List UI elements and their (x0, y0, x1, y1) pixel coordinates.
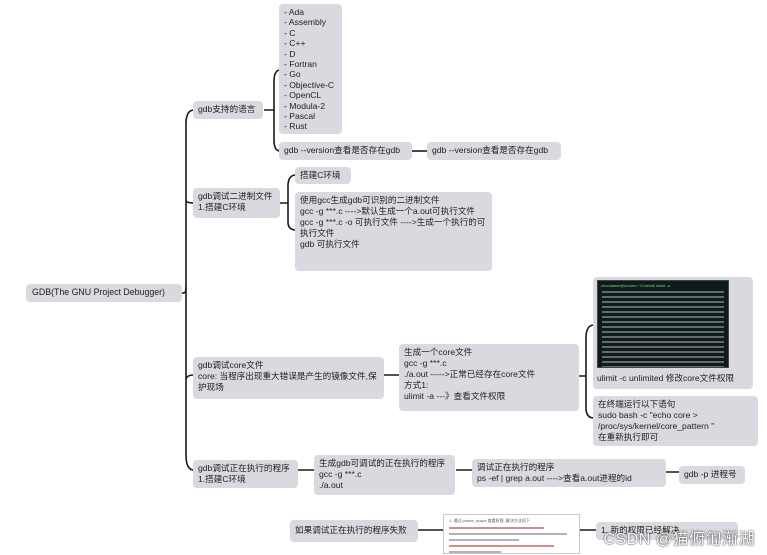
ulimit-label: ulimit -c unlimited 修改core文件权限 (597, 373, 735, 383)
terminal-screenshot-thumbnail: zhoudawei@ubuntu:~/Codes$ ulimit -a (597, 280, 729, 368)
languages-list-node: - Ada - Assembly - C - C++ - D - Fortran… (279, 4, 342, 134)
link-binary (280, 174, 297, 231)
gdb-p-node: gdb -p 进程号 (679, 466, 745, 484)
doc-heading: 1. 通过 ptrace_scope 查看权限, 解决方法如下 (449, 518, 530, 523)
failure-fix-node: 1. 新的权限已经解决 (596, 522, 738, 540)
binary-node: gdb调试二进制文件 1.搭建C环境 (193, 188, 280, 218)
link-root-branches (181, 109, 195, 471)
version-check-node-2: gdb --version查看是否存在gdb (427, 142, 561, 160)
core-generate-node: 生成一个core文件 gcc -g ***.c ./a.out ----->正常… (399, 344, 579, 411)
failure-node: 如果调试正在执行的程序失败 (290, 520, 418, 542)
running-node: gdb调试正在执行的程序 1.搭建C环境 (193, 460, 298, 488)
languages-node: gdb支持的语言 (193, 101, 263, 119)
link-languages (264, 69, 281, 152)
core-node: gdb调试core文件 core: 当程序出现重大错误是产生的镜像文件,保护现场 (193, 357, 384, 399)
core-pattern-node: 在终端运行以下语句 sudo bash -c "echo core > /pro… (593, 396, 758, 446)
binary-steps-node: 使用gcc生成gdb可识别的二进制文件 gcc -g ***.c ---->默认… (295, 192, 492, 271)
binary-setup-node: 搭建C环境 (295, 167, 351, 184)
document-screenshot-thumbnail: 1. 通过 ptrace_scope 查看权限, 解决方法如下 (443, 514, 580, 554)
running-generate-node: 生成gdb可调试的正在执行的程序 gcc -g ***.c ./a.out (314, 455, 455, 495)
running-debug-node: 调试正在执行的程序 ps -ef | grep a.out ---->查看a.o… (472, 459, 666, 487)
version-check-node: gdb --version查看是否存在gdb (279, 142, 412, 160)
link-running (298, 469, 680, 473)
root-node: GDB(The GNU Project Debugger) (26, 284, 182, 302)
csdn-watermark: CSDN @猫俯匍渐湖 (603, 531, 755, 548)
terminal-prompt: zhoudawei@ubuntu:~/Codes$ ulimit -a (601, 283, 670, 288)
link-core (384, 324, 595, 419)
